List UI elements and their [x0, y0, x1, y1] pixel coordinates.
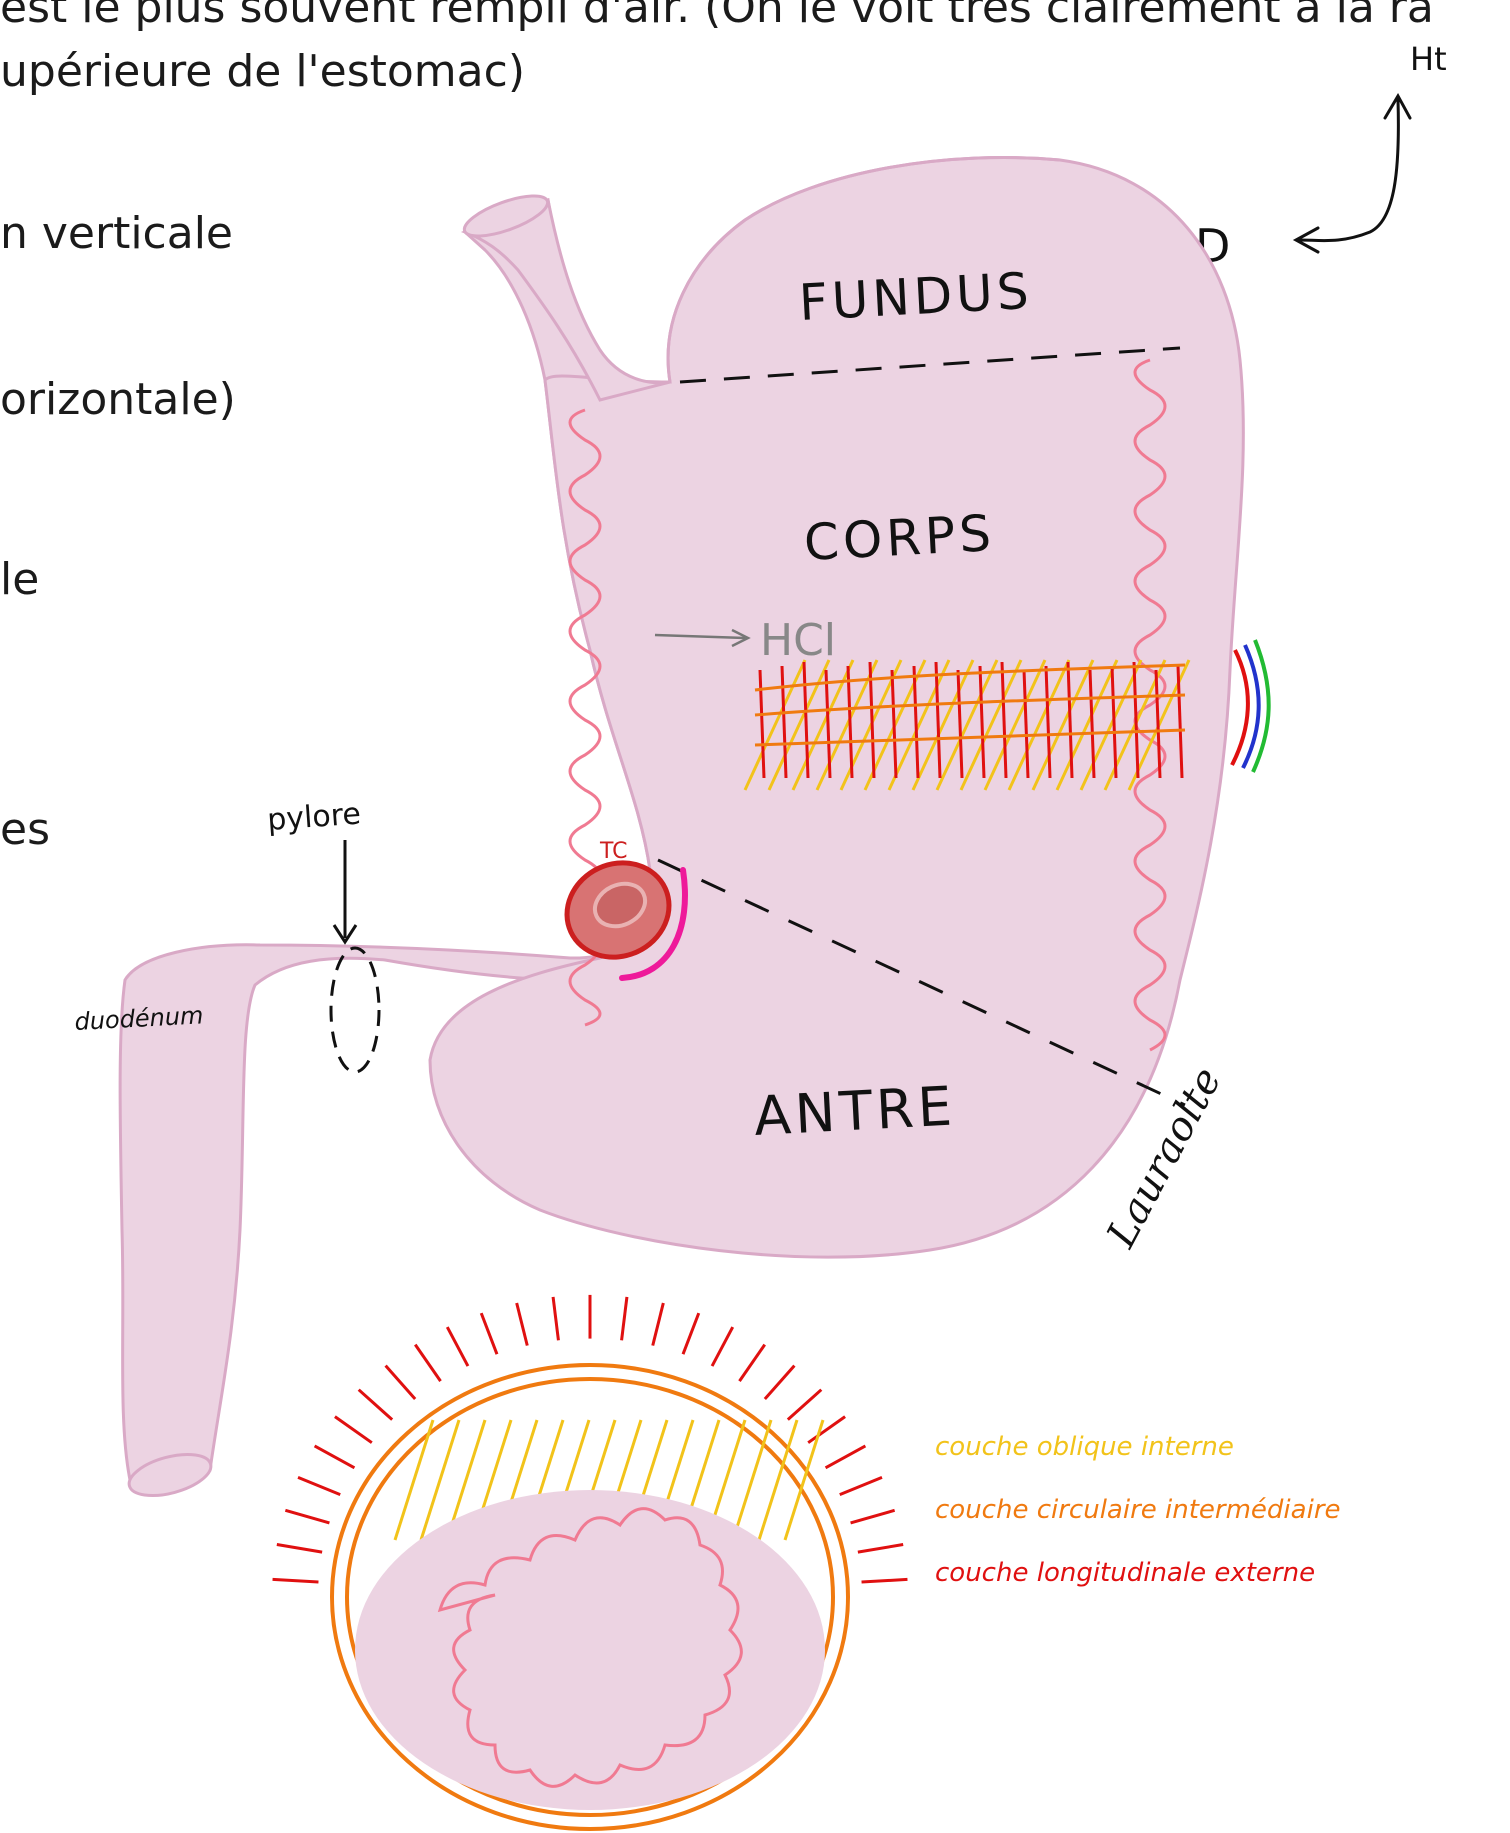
legend: couche oblique interne couche circulaire… [935, 1432, 1341, 1588]
cross-longitudinal-stroke [517, 1303, 528, 1346]
cross-longitudinal-stroke [653, 1303, 664, 1346]
legend-item-1: couche circulaire intermédiaire [935, 1495, 1341, 1525]
region-label-fundus: FUNDUS [798, 262, 1034, 332]
cross-longitudinal-stroke [298, 1477, 340, 1494]
legend-item-2: couche longitudinale externe [935, 1558, 1315, 1588]
cross-longitudinal-stroke [335, 1417, 372, 1443]
cross-longitudinal-stroke [858, 1545, 903, 1553]
cross-longitudinal-stroke [739, 1345, 764, 1382]
legend-item-0: couche oblique interne [935, 1432, 1234, 1462]
wall-layers-arc [1232, 640, 1269, 772]
pylore-ring [331, 948, 379, 1072]
cross-longitudinal-stroke [359, 1390, 392, 1420]
region-label-corps: CORPS [803, 504, 997, 572]
tc-label: TC [599, 839, 628, 864]
cross-longitudinal-stroke [712, 1327, 733, 1366]
cross-longitudinal-stroke [481, 1313, 497, 1354]
cross-longitudinal-stroke [415, 1345, 440, 1382]
cross-longitudinal-stroke [808, 1417, 845, 1443]
cross-longitudinal-stroke [285, 1510, 329, 1523]
cross-longitudinal-stroke [840, 1477, 882, 1494]
cross-longitudinal-stroke [851, 1510, 895, 1523]
cross-longitudinal-stroke [553, 1297, 558, 1340]
cross-longitudinal-stroke [862, 1579, 908, 1582]
region-label-antre: ANTRE [752, 1074, 957, 1147]
cross-section [273, 1295, 908, 1829]
cross-longitudinal-stroke [826, 1446, 866, 1468]
pylore-label: pylore [266, 797, 362, 838]
orientation-up-label: Ht [1410, 40, 1447, 78]
cross-longitudinal-stroke [622, 1297, 627, 1340]
cross-longitudinal-stroke [683, 1313, 699, 1354]
cross-longitudinal-stroke [277, 1545, 322, 1553]
cross-longitudinal-stroke [447, 1327, 468, 1366]
cross-section-lumen [355, 1490, 825, 1810]
hcl-label: HCl [760, 615, 836, 666]
cross-longitudinal-stroke [386, 1366, 416, 1399]
cross-longitudinal-stroke [788, 1390, 821, 1420]
cross-longitudinal-stroke [765, 1366, 795, 1399]
cross-longitudinal-stroke [315, 1446, 355, 1468]
cross-longitudinal-stroke [273, 1579, 319, 1582]
orientation-arrows [1296, 96, 1410, 252]
